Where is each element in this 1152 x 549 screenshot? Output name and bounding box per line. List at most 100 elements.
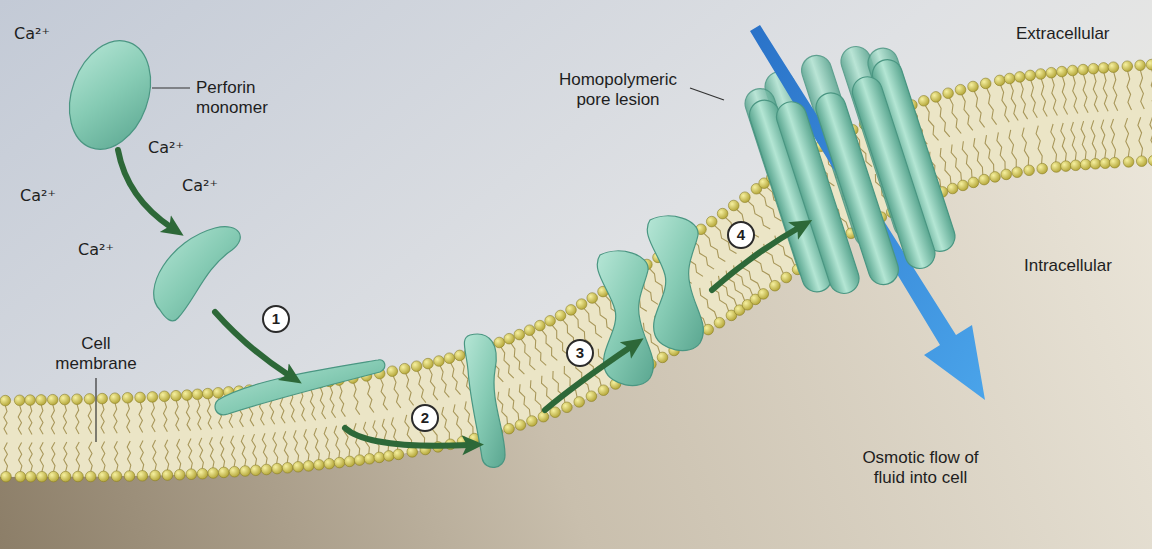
lipid-head bbox=[1088, 63, 1099, 74]
intracellular-ground bbox=[0, 159, 1152, 549]
lipid-tails bbox=[0, 115, 1152, 472]
lipid-head bbox=[354, 455, 365, 466]
lipid-head bbox=[524, 325, 535, 336]
lipid-head bbox=[1061, 161, 1072, 172]
lipid-head bbox=[504, 423, 515, 434]
lipid-head bbox=[770, 280, 781, 291]
lipid-head bbox=[364, 454, 375, 465]
lipid-head bbox=[208, 468, 219, 479]
callout-number: 1 bbox=[262, 305, 290, 333]
lipid-head bbox=[943, 88, 954, 99]
leader-line bbox=[95, 378, 96, 442]
lipid-head bbox=[1146, 59, 1152, 70]
lipid-head bbox=[781, 272, 792, 283]
lipid-head bbox=[1015, 72, 1026, 83]
pore-stave bbox=[812, 89, 902, 288]
bilayer-core bbox=[0, 63, 1152, 477]
lipid-head bbox=[968, 81, 979, 92]
lipid-head bbox=[1046, 67, 1057, 78]
lipid-head bbox=[947, 183, 958, 194]
lipid-head bbox=[717, 208, 728, 219]
region-label: Intracellular bbox=[1024, 256, 1146, 276]
ion-label: Ca²⁺ bbox=[78, 240, 138, 260]
lipid-head bbox=[344, 456, 355, 467]
lipid-head bbox=[36, 395, 47, 406]
lipid-head bbox=[37, 471, 48, 482]
lipid-head bbox=[586, 391, 597, 402]
lipid-head bbox=[1004, 73, 1015, 84]
lipid-head bbox=[59, 394, 70, 405]
lipid-head bbox=[980, 78, 991, 89]
lipid-head bbox=[728, 200, 739, 211]
lipid-bilayer bbox=[0, 59, 1152, 549]
lipid-head bbox=[714, 317, 725, 328]
lipid-head bbox=[159, 391, 170, 402]
lipid-head bbox=[186, 469, 197, 480]
lipid-head bbox=[324, 458, 335, 469]
lipid-head bbox=[576, 299, 587, 310]
callout-number: 4 bbox=[727, 221, 755, 249]
lipid-head bbox=[374, 452, 385, 463]
lipid-head bbox=[387, 366, 398, 377]
lipid-head bbox=[293, 462, 304, 473]
lipid-head bbox=[535, 320, 546, 331]
lipid-head bbox=[122, 393, 133, 404]
lipid-head bbox=[1090, 159, 1101, 170]
lipid-head bbox=[98, 471, 109, 482]
lipid-head bbox=[919, 96, 930, 107]
lipid-head bbox=[85, 471, 96, 482]
lipid-head bbox=[135, 392, 146, 403]
bound-monomer bbox=[215, 360, 385, 415]
lipid-head bbox=[182, 390, 193, 401]
lipid-head bbox=[990, 172, 1001, 183]
lipid-head bbox=[174, 469, 185, 480]
lipid-head bbox=[994, 75, 1005, 86]
part-label: Perforin monomer bbox=[196, 78, 291, 118]
lipid-head bbox=[703, 324, 714, 335]
ion-label: Ca²⁺ bbox=[182, 176, 242, 196]
lipid-head bbox=[282, 463, 293, 474]
step-arrow bbox=[712, 227, 800, 290]
lipid-head bbox=[47, 394, 58, 405]
lipid-head bbox=[137, 471, 148, 482]
lipid-head bbox=[393, 449, 404, 460]
callout-number: 3 bbox=[566, 339, 594, 367]
lipid-head bbox=[968, 177, 979, 188]
lipid-head bbox=[1037, 163, 1048, 174]
lipid-head bbox=[566, 305, 577, 316]
lipid-head bbox=[514, 329, 525, 340]
lipid-head bbox=[219, 467, 230, 478]
lipid-head bbox=[0, 395, 11, 406]
bent-monomer bbox=[154, 227, 241, 321]
lipid-head bbox=[444, 353, 455, 364]
lipid-head bbox=[504, 333, 515, 344]
lipid-head bbox=[1122, 61, 1133, 72]
lipid-head bbox=[1070, 160, 1081, 171]
lipid-head bbox=[545, 316, 556, 327]
lipid-head bbox=[272, 463, 283, 474]
lipid-head bbox=[251, 465, 262, 476]
lipid-head bbox=[197, 468, 208, 479]
part-label: Homopolymeric pore lesion bbox=[548, 70, 688, 110]
lipid-head bbox=[1078, 64, 1089, 75]
lipid-head bbox=[1025, 70, 1036, 81]
lipid-head bbox=[454, 350, 465, 361]
lipid-head bbox=[538, 411, 549, 422]
lipid-head bbox=[931, 92, 942, 103]
lipid-head bbox=[26, 471, 37, 482]
lipid-head bbox=[72, 394, 83, 405]
ion-label: Ca²⁺ bbox=[14, 24, 74, 44]
lipid-head bbox=[562, 402, 573, 413]
lipid-head bbox=[48, 471, 59, 482]
lipid-head bbox=[124, 471, 135, 482]
lipid-head bbox=[1051, 162, 1062, 173]
lipid-head bbox=[1001, 169, 1012, 180]
lipid-head bbox=[203, 388, 214, 399]
lipid-head bbox=[1012, 167, 1023, 178]
lipid-head bbox=[1067, 65, 1078, 76]
lipid-head bbox=[758, 289, 769, 300]
lipid-head bbox=[527, 416, 538, 427]
lipid-head bbox=[958, 180, 969, 191]
lipid-head bbox=[434, 356, 445, 367]
part-label: Osmotic flow of fluid into cell bbox=[848, 448, 993, 488]
